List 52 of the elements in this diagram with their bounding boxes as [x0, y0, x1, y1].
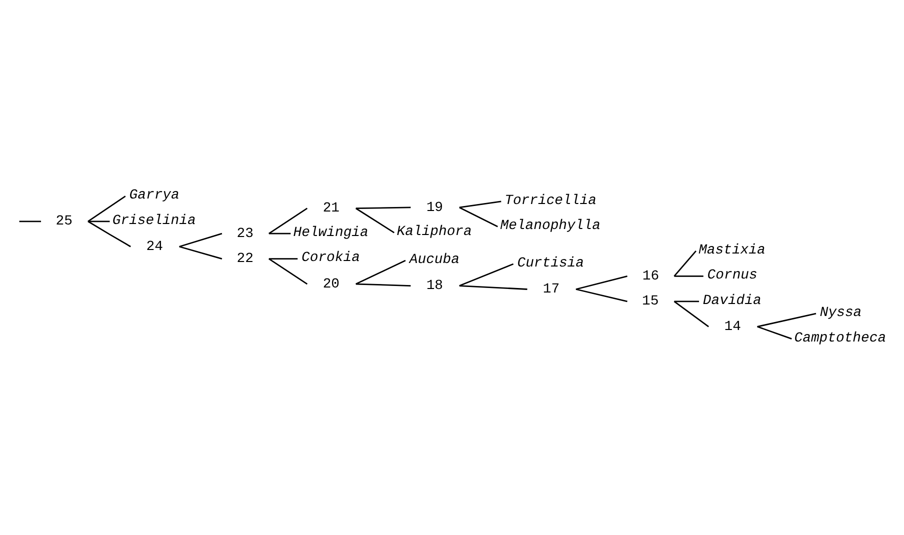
- node-text: Torricellia: [504, 192, 596, 209]
- node-text: 19: [426, 200, 444, 216]
- node-text: 24: [146, 238, 163, 255]
- node-text: Davidia: [702, 292, 762, 309]
- connector: [88, 220, 110, 222]
- node-text: 22: [236, 251, 254, 268]
- node-text: Helwingia: [293, 225, 368, 242]
- node-text: Griselinia: [112, 212, 196, 229]
- node-text: Camptotheca: [794, 330, 886, 346]
- connector: [179, 246, 222, 260]
- connector: [179, 232, 222, 248]
- connector: [674, 300, 709, 328]
- connector: [268, 232, 291, 234]
- connector: [459, 200, 502, 208]
- node-text: 15: [642, 294, 659, 310]
- connector: [268, 258, 308, 285]
- connector: [674, 276, 704, 277]
- connector: [459, 285, 528, 290]
- node-text: Kaliphora: [396, 224, 472, 240]
- connector: [356, 206, 411, 210]
- node-text: Nyssa: [820, 305, 862, 322]
- connector: [88, 196, 126, 222]
- connector: [576, 288, 628, 302]
- node-text: Garrya: [129, 188, 180, 204]
- node-text: Curtisia: [517, 255, 584, 272]
- node-text: 14: [724, 318, 741, 335]
- node-text: Aucuba: [409, 252, 460, 268]
- connector: [674, 300, 700, 302]
- connector: [268, 208, 308, 234]
- node-text: Corokia: [302, 250, 360, 266]
- node-text: 25: [56, 214, 73, 230]
- connector: [674, 250, 696, 277]
- connector: [19, 220, 42, 222]
- node-text: Melanophylla: [500, 218, 600, 234]
- node-text: 21: [322, 200, 340, 217]
- connector: [356, 208, 395, 234]
- node-text: Cornus: [707, 268, 758, 284]
- connector: [757, 312, 816, 328]
- connector: [88, 220, 131, 248]
- node-text: Mastixia: [698, 242, 766, 258]
- connector: [268, 258, 298, 260]
- node-text: 18: [426, 278, 444, 294]
- node-text: 20: [322, 276, 340, 292]
- connector: [757, 326, 792, 340]
- node-text: 23: [236, 226, 254, 242]
- connector: [459, 263, 514, 286]
- connector: [356, 283, 411, 286]
- connector: [356, 260, 406, 285]
- connector: [459, 206, 498, 228]
- node-text: 17: [542, 282, 560, 298]
- connector: [576, 276, 628, 290]
- node-text: 16: [642, 268, 660, 285]
